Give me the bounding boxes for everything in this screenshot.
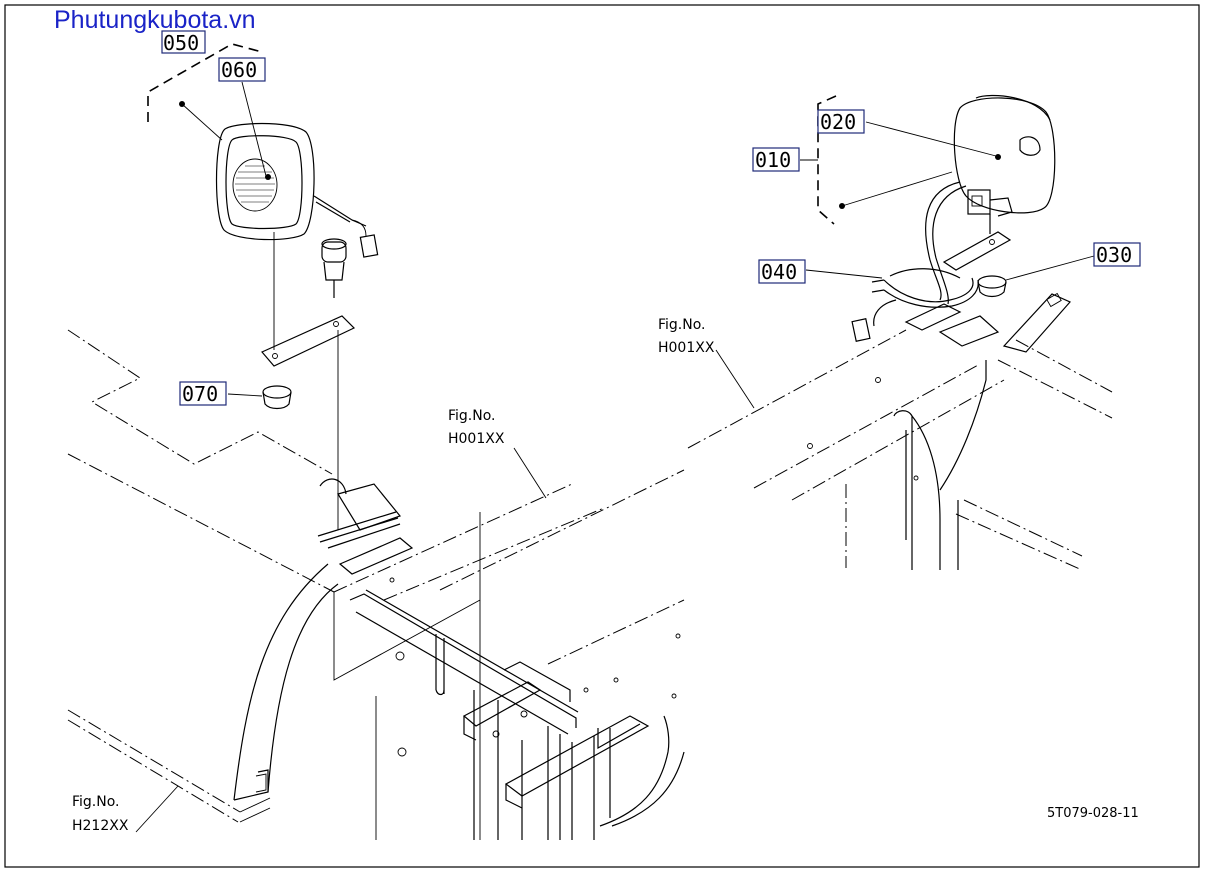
watermark-text: Phutungkubota.vn: [54, 6, 256, 34]
fig-ref-left-bottom[interactable]: Fig.No. H212XX: [72, 794, 129, 834]
label-060[interactable]: 060: [218, 57, 266, 82]
drawing-code: 5T079-028-11: [1047, 806, 1139, 821]
leader-fig-mid: [513, 447, 547, 499]
grommet-030: [977, 255, 1095, 298]
label-020[interactable]: 020: [817, 109, 865, 134]
work-lamp-right: [925, 94, 1056, 305]
leader-fig-bottom: [135, 785, 179, 833]
left-lamp-assembly: [67, 43, 685, 840]
svg-text:010: 010: [755, 148, 791, 172]
group-bracket-050: [147, 43, 263, 122]
label-040[interactable]: 040: [758, 259, 806, 284]
svg-text:040: 040: [761, 260, 797, 284]
bracket-plate-right: [942, 231, 1012, 271]
group-bracket-010: [817, 95, 837, 225]
right-lamp-assembly: [687, 94, 1113, 571]
label-050[interactable]: 050: [161, 30, 206, 55]
label-070[interactable]: 070: [179, 381, 227, 406]
label-010[interactable]: 010: [752, 147, 800, 172]
fig-ref-left-middle[interactable]: Fig.No. H001XX: [448, 408, 505, 447]
svg-text:H001XX: H001XX: [448, 431, 505, 447]
work-lamp-left: [215, 122, 379, 258]
svg-text:Fig.No.: Fig.No.: [72, 794, 120, 810]
rail-frame: [349, 577, 685, 840]
drawing-frame: [4, 4, 1200, 868]
grommet-070: [227, 385, 292, 410]
roof-outline-left: [67, 329, 333, 475]
bracket-plate-left: [261, 315, 356, 530]
pad-left: [337, 483, 402, 531]
strap: [1002, 293, 1071, 353]
svg-text:H212XX: H212XX: [72, 818, 129, 834]
svg-text:060: 060: [221, 58, 257, 82]
label-030[interactable]: 030: [1093, 242, 1141, 267]
cutout: [319, 478, 347, 495]
svg-text:050: 050: [163, 31, 199, 55]
svg-text:070: 070: [182, 382, 218, 406]
svg-text:030: 030: [1096, 243, 1132, 267]
fig-ref-right[interactable]: Fig.No. H001XX: [658, 317, 715, 356]
pad-right-2: [938, 315, 1000, 347]
pillar-curve-outer: [233, 563, 329, 801]
svg-text:Fig.No.: Fig.No.: [658, 317, 706, 333]
svg-text:H001XX: H001XX: [658, 340, 715, 356]
leader-fig-right: [715, 349, 755, 409]
pad-lower: [338, 537, 414, 575]
svg-text:020: 020: [820, 110, 856, 134]
pad-right-1: [904, 303, 962, 331]
mount-bolt: [273, 232, 347, 350]
harness-040: [805, 268, 979, 342]
svg-text:Fig.No.: Fig.No.: [448, 408, 496, 424]
